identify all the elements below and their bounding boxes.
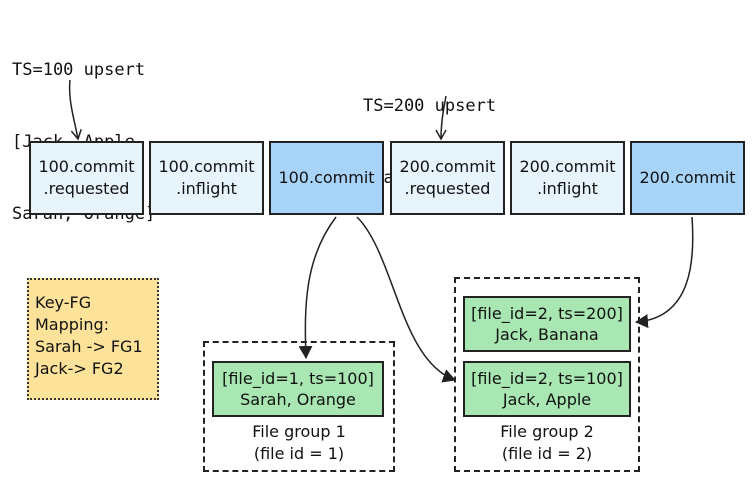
- slice-records: Sarah, Orange: [240, 390, 356, 409]
- group-title: File group 1: [252, 422, 346, 441]
- instant-label: 100.commit: [278, 168, 375, 187]
- instant-state: .inflight: [176, 179, 237, 198]
- instant-label: 100.commit: [38, 157, 135, 176]
- slice-header: [file_id=2, ts=200]: [471, 304, 623, 323]
- mapping-line: Mapping:: [35, 315, 110, 334]
- instant-100-commit: 100.commit: [269, 141, 384, 215]
- file-group-1-label: File group 1 (file id = 1): [203, 421, 395, 465]
- slice-records: Jack, Apple: [502, 390, 592, 409]
- instant-100-requested: 100.commit .requested: [29, 141, 144, 215]
- instant-label: 200.commit: [519, 157, 616, 176]
- arrow-note-ts200-to-requested: [435, 95, 447, 141]
- instant-200-commit: 200.commit: [630, 141, 745, 215]
- file-slice-fg2-ts100: [file_id=2, ts=100] Jack, Apple: [463, 361, 631, 417]
- note-line: TS=100 upsert: [12, 60, 146, 80]
- file-group-2-label: File group 2 (file id = 2): [454, 421, 640, 465]
- group-subtitle: (file id = 1): [253, 444, 345, 463]
- instant-100-inflight: 100.commit .inflight: [149, 141, 264, 215]
- instant-label: 200.commit: [639, 168, 736, 187]
- key-fg-mapping-note: Key-FG Mapping: Sarah -> FG1 Jack-> FG2: [27, 278, 159, 400]
- file-group-1: [203, 341, 395, 472]
- arrow-commit200-to-fg2: [635, 216, 694, 329]
- arrow-commit100-to-fg1: [298, 216, 337, 359]
- arrow-commit100-to-fg2: [356, 216, 456, 383]
- instant-state: .inflight: [537, 179, 598, 198]
- slice-header: [file_id=2, ts=100]: [471, 369, 623, 388]
- instant-state: .requested: [404, 179, 491, 198]
- mapping-line: Sarah -> FG1: [35, 337, 143, 356]
- slice-records: Jack, Banana: [495, 325, 599, 344]
- instant-label: 200.commit: [399, 157, 496, 176]
- instant-200-inflight: 200.commit .inflight: [510, 141, 625, 215]
- file-slice-fg2-ts200: [file_id=2, ts=200] Jack, Banana: [463, 296, 631, 352]
- group-title: File group 2: [500, 422, 594, 441]
- note-line: TS=200 upsert: [363, 96, 497, 116]
- instant-state: .requested: [43, 179, 130, 198]
- instant-200-requested: 200.commit .requested: [390, 141, 505, 215]
- mapping-line: Jack-> FG2: [35, 359, 124, 378]
- arrow-note-ts100-to-requested: [68, 79, 82, 141]
- file-slice-fg1-ts100: [file_id=1, ts=100] Sarah, Orange: [212, 361, 384, 417]
- group-subtitle: (file id = 2): [501, 444, 593, 463]
- mapping-line: Key-FG: [35, 293, 92, 312]
- instant-label: 100.commit: [158, 157, 255, 176]
- slice-header: [file_id=1, ts=100]: [222, 369, 374, 388]
